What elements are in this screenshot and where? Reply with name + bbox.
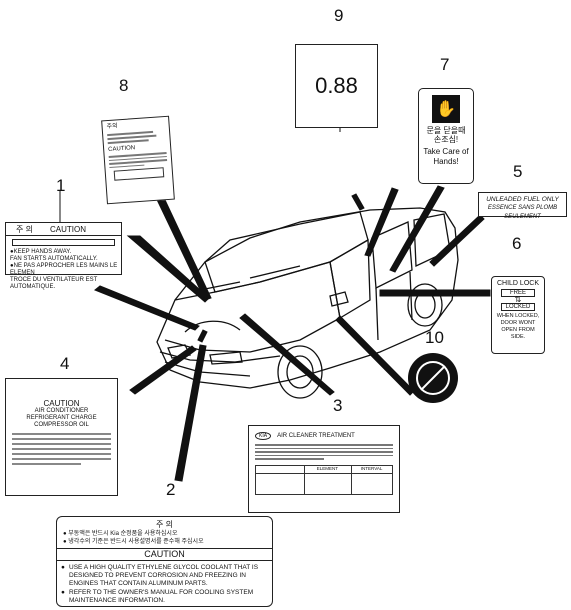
label-1-bar	[12, 239, 115, 246]
callout-8: 8	[119, 76, 129, 95]
label-4-aircon-caution: CAUTION AIR CONDITIONER REFRIGERANT CHAR…	[5, 378, 118, 496]
label-8-korean-caution: 주의 CAUTION	[101, 115, 175, 205]
callout-10: 10	[425, 328, 444, 347]
label-1-line3: ●NE PAS APPROCHER LES MAINS LE ELEMEN	[10, 263, 118, 276]
callout-2: 2	[166, 480, 176, 499]
label-4-fine-print	[12, 433, 111, 465]
label-3-air-cleaner: KIA AIR CLEANER TREATMENT ELEMENT INTERV…	[248, 425, 400, 513]
label-1-fan-caution: 주 의 CAUTION ●KEEP HANDS AWAY. FAN STARTS…	[5, 222, 122, 290]
label-2-en-line1-wrap: ● USE A HIGH QUALITY ETHYLENE GLYCOL COO…	[57, 561, 272, 588]
label-3-text-lines	[249, 444, 399, 460]
label-7-hands-warning: ✋ 문을 닫을때 손조심! Take Care of Hands!	[418, 88, 474, 184]
callout-9: 9	[334, 6, 344, 25]
label-7-english: Take Care of Hands!	[423, 147, 469, 166]
leader-lines	[59, 95, 491, 482]
callout-3: 3	[333, 396, 343, 415]
label-2-coolant-caution: 주 의 ● 부동액은 반드시 Kia 순정품을 사용하십시오 ● 냉각수의 기준…	[56, 516, 273, 607]
bullet-icon: ●	[61, 589, 65, 596]
label-3-table: ELEMENT INTERVAL	[255, 464, 393, 495]
label-4-caution: CAUTION	[43, 399, 80, 408]
label-2-en-line2-wrap: ● REFER TO THE OWNER'S MANUAL FOR COOLIN…	[57, 588, 272, 605]
label-5-line1: UNLEADED FUEL ONLY	[486, 196, 559, 203]
label-2-caution: CAUTION	[57, 549, 272, 561]
label-6-locked: LOCKED	[501, 303, 535, 311]
label-3-head-1: ELEMENT	[316, 465, 339, 471]
label-1-line1: ●KEEP HANDS AWAY.	[10, 249, 72, 255]
label-6-text: WHEN LOCKED, DOOR WONT OPEN FROM SIDE.	[496, 313, 540, 340]
label-10-airbag-warning	[408, 353, 458, 403]
bullet-icon: ●	[61, 564, 65, 571]
arrow-swap-icon: ⇅	[514, 295, 522, 304]
callout-4: 4	[60, 354, 70, 373]
label-1-caution: CAUTION	[50, 224, 86, 234]
label-1-line2: FAN STARTS AUTOMATICALLY.	[10, 256, 98, 262]
label-4-sub2: REFRIGERANT CHARGE	[26, 415, 97, 421]
label-3-head-2: INTERVAL	[360, 465, 383, 471]
label-2-korean-line2: ● 냉각수의 기준은 반드시 사용설명서를 준수해 주십시오	[57, 538, 272, 549]
callout-7: 7	[440, 55, 450, 74]
kia-logo-icon: KIA	[255, 432, 272, 440]
no-child-seat-icon	[416, 361, 450, 395]
label-4-sub3: COMPRESSOR OIL	[34, 422, 89, 428]
label-9-value: 0.88	[295, 44, 378, 128]
label-2-en-line1: USE A HIGH QUALITY ETHYLENE GLYCOL COOLA…	[69, 564, 259, 587]
label-6-free: FREE	[501, 289, 535, 297]
label-1-line4: TROCE DU VENTILATEUR EST AUTOMATIQUE.	[10, 277, 98, 290]
label-5-line2: ESSENCE SANS PLOMB SEULEMENT	[487, 205, 558, 220]
label-8-gauge	[113, 167, 165, 181]
label-2-en-line2: REFER TO THE OWNER'S MANUAL FOR COOLING …	[69, 589, 254, 604]
label-6-title: CHILD LOCK	[496, 280, 539, 287]
label-8-english-lines	[105, 151, 172, 169]
hand-pinch-icon: ✋	[432, 95, 460, 123]
callout-6: 6	[512, 234, 522, 253]
callout-5: 5	[513, 162, 523, 181]
label-6-child-lock: CHILD LOCK FREE ⇅ LOCKED WHEN LOCKED, DO…	[491, 276, 545, 354]
label-1-korean: 주 의	[16, 224, 33, 234]
label-4-sub1: AIR CONDITIONER	[34, 408, 89, 414]
callout-1: 1	[56, 176, 66, 195]
label-2-korean-title: 주 의	[156, 520, 173, 529]
label-9-number: 0.88	[315, 73, 358, 98]
label-3-title: AIR CLEANER TREATMENT	[277, 433, 355, 439]
label-5-fuel: UNLEADED FUEL ONLY ESSENCE SANS PLOMB SE…	[478, 192, 567, 220]
label-2-korean-line1: ● 부동액은 반드시 Kia 순정품을 사용하십시오	[63, 531, 178, 537]
label-7-korean: 문을 닫을때 손조심!	[426, 126, 466, 144]
